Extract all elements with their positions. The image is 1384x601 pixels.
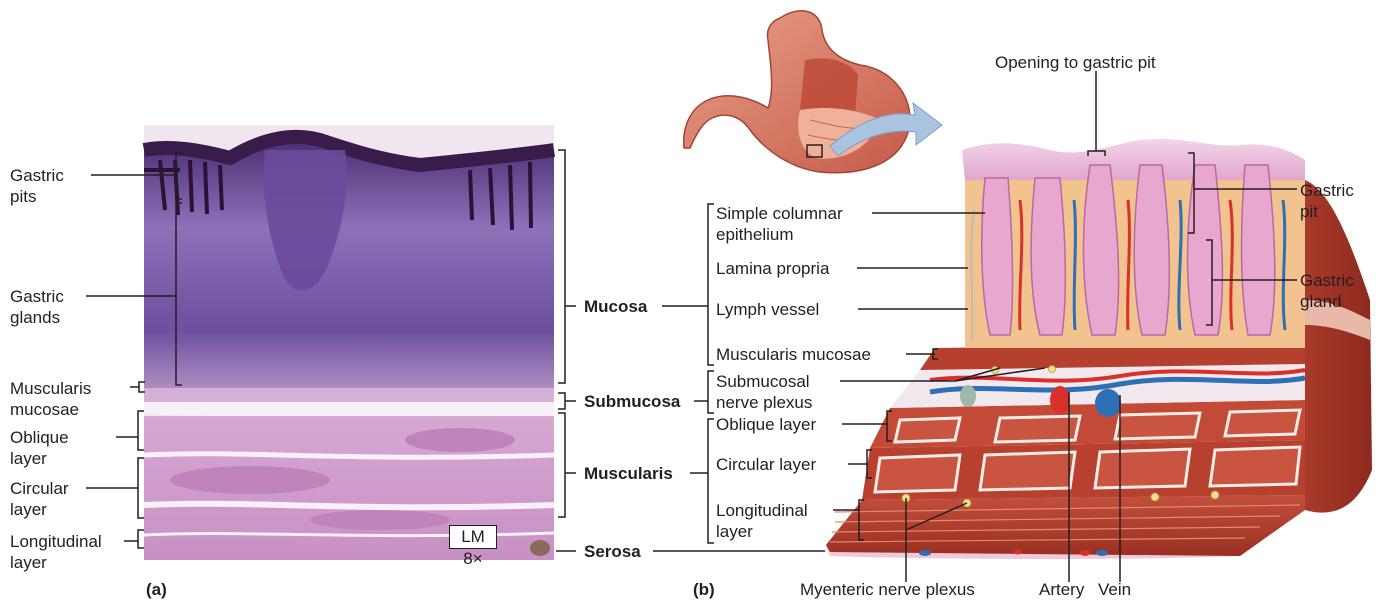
label-circular-layer-b: Circular layer (716, 454, 816, 475)
label-gastric-pit: Gastric pit (1300, 180, 1370, 222)
label-myenteric-nerve-plexus: Myenteric nerve plexus (800, 579, 975, 600)
label-muscularis-mucosae-a: Muscularis mucosae (10, 378, 120, 420)
micrograph (144, 125, 554, 560)
label-oblique-layer-a: Oblique layer (10, 427, 90, 469)
stomach-wall-block (826, 139, 1372, 559)
label-mucosa: Mucosa (584, 296, 647, 317)
panel-b-tag: (b) (693, 579, 715, 600)
label-oblique-layer-b: Oblique layer (716, 414, 816, 435)
label-serosa: Serosa (584, 541, 641, 562)
label-gastric-gland: Gastric gland (1300, 270, 1370, 312)
label-longitudinal-layer-a: Longitudinal layer (10, 531, 125, 573)
label-gastric-glands: Gastric glands (10, 286, 90, 328)
panel-a-tag: (a) (146, 579, 167, 600)
label-gastric-pits: Gastric pits (10, 165, 90, 207)
label-submucosa: Submucosa (584, 391, 680, 412)
label-artery: Artery (1039, 579, 1084, 600)
label-muscularis: Muscularis (584, 463, 673, 484)
label-longitudinal-layer-b: Longitudinal layer (716, 500, 831, 542)
stomach-illustration (684, 11, 942, 173)
label-opening-to-gastric-pit: Opening to gastric pit (995, 52, 1156, 73)
label-circular-layer-a: Circular layer (10, 478, 90, 520)
label-lymph-vessel: Lymph vessel (716, 299, 819, 320)
label-muscularis-mucosae-b: Muscularis mucosae (716, 344, 871, 365)
label-simple-columnar-epithelium: Simple columnar epithelium (716, 203, 876, 245)
label-submucosal-nerve-plexus: Submucosal nerve plexus (716, 371, 841, 413)
label-lamina-propria: Lamina propria (716, 258, 829, 279)
label-vein: Vein (1098, 579, 1131, 600)
scale-label: LM 8× (449, 525, 497, 549)
